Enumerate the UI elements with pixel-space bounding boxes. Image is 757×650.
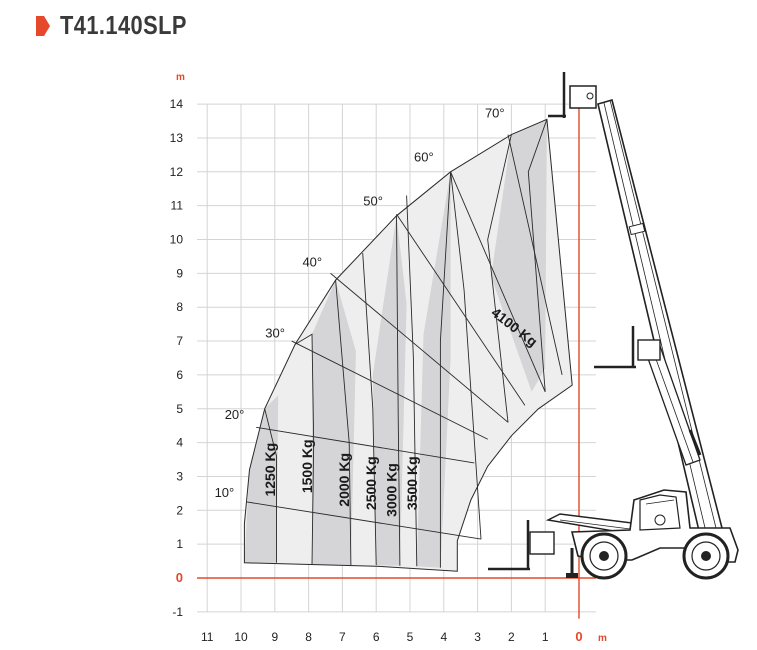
load-zone-label: 1500 Kg <box>299 439 315 493</box>
boom-angle-label: 40° <box>302 255 322 270</box>
red-marker-icon <box>36 15 50 36</box>
y-unit-label: m <box>176 72 185 83</box>
boom-angle-label: 70° <box>485 106 505 121</box>
x-tick-label: 8 <box>305 630 312 644</box>
y-tick-label: 2 <box>176 503 183 517</box>
load-zones <box>244 119 573 572</box>
load-zone-boundary <box>362 252 377 566</box>
x-tick-label: 5 <box>407 630 414 644</box>
boom-angle-label: 30° <box>265 326 285 341</box>
x-tick-label: 11 <box>201 630 214 644</box>
load-zone-shade <box>416 171 451 568</box>
load-zone-shade <box>312 280 356 566</box>
boom-angle-label: 50° <box>363 194 383 209</box>
y-tick-label: 0 <box>176 570 183 585</box>
y-tick-label: 11 <box>171 199 184 213</box>
x-tick-label: 6 <box>373 630 380 644</box>
x-tick-label: 3 <box>474 630 481 644</box>
boom-angle-label: 60° <box>414 150 434 165</box>
load-zone-boundary <box>406 195 418 567</box>
y-tick-label: 10 <box>170 233 184 247</box>
y-tick-label: 5 <box>176 402 183 416</box>
load-zone-shade <box>244 395 279 563</box>
y-tick-label: 3 <box>176 469 183 483</box>
load-zone-label: 3500 Kg <box>404 456 420 510</box>
boom-angle-line <box>245 501 482 540</box>
x-tick-label: 0 <box>575 629 582 644</box>
boom-angle-line <box>396 213 526 406</box>
boom-angle-label: 20° <box>225 407 245 422</box>
load-zone-label: 1250 Kg <box>262 443 278 497</box>
y-tick-label: 9 <box>176 266 183 280</box>
boom-angle-line <box>256 426 475 464</box>
y-tick-label: 4 <box>176 436 183 450</box>
x-unit-label: m <box>598 633 607 644</box>
x-tick-label: 4 <box>440 630 447 644</box>
x-tick-label: 1 <box>542 630 549 644</box>
title-bar: T41.140SLP <box>36 10 211 41</box>
y-tick-label: 6 <box>176 368 183 382</box>
x-tick-label: 2 <box>508 630 515 644</box>
x-tick-label: 9 <box>271 630 278 644</box>
load-zone-boundary <box>450 171 482 540</box>
load-zone-boundary <box>264 408 277 563</box>
load-zone-label: 2500 Kg <box>363 456 379 510</box>
load-zone-label: 2000 Kg <box>336 453 352 507</box>
y-tick-label: -1 <box>172 605 183 619</box>
load-zone-boundary <box>439 171 452 568</box>
telehandler-icon <box>488 72 739 580</box>
load-zone-boundary <box>527 119 548 392</box>
boom-angle-line <box>330 273 509 423</box>
x-tick-label: 10 <box>234 630 248 644</box>
y-tick-label: 1 <box>176 537 183 551</box>
load-zone-boundary <box>294 333 315 565</box>
load-zone-shade <box>491 119 547 392</box>
load-zone-boundary <box>396 215 401 566</box>
load-zone-label: 3000 Kg <box>383 463 399 517</box>
boom-angle-line <box>450 171 546 393</box>
page-title: T41.140SLP <box>60 10 187 40</box>
y-tick-label: 12 <box>170 165 184 179</box>
boom-angle-label: 10° <box>215 485 235 500</box>
zone-lines <box>243 118 573 572</box>
y-tick-label: 7 <box>176 334 183 348</box>
x-tick-label: 7 <box>339 630 346 644</box>
y-tick-label: 13 <box>170 131 184 145</box>
load-zone-boundary <box>335 280 352 566</box>
y-tick-label: 14 <box>170 97 184 111</box>
load-zone-shade <box>372 215 407 566</box>
y-tick-label: 8 <box>176 300 183 314</box>
load-zone-boundary <box>487 134 512 423</box>
boom-angle-line <box>291 340 488 440</box>
